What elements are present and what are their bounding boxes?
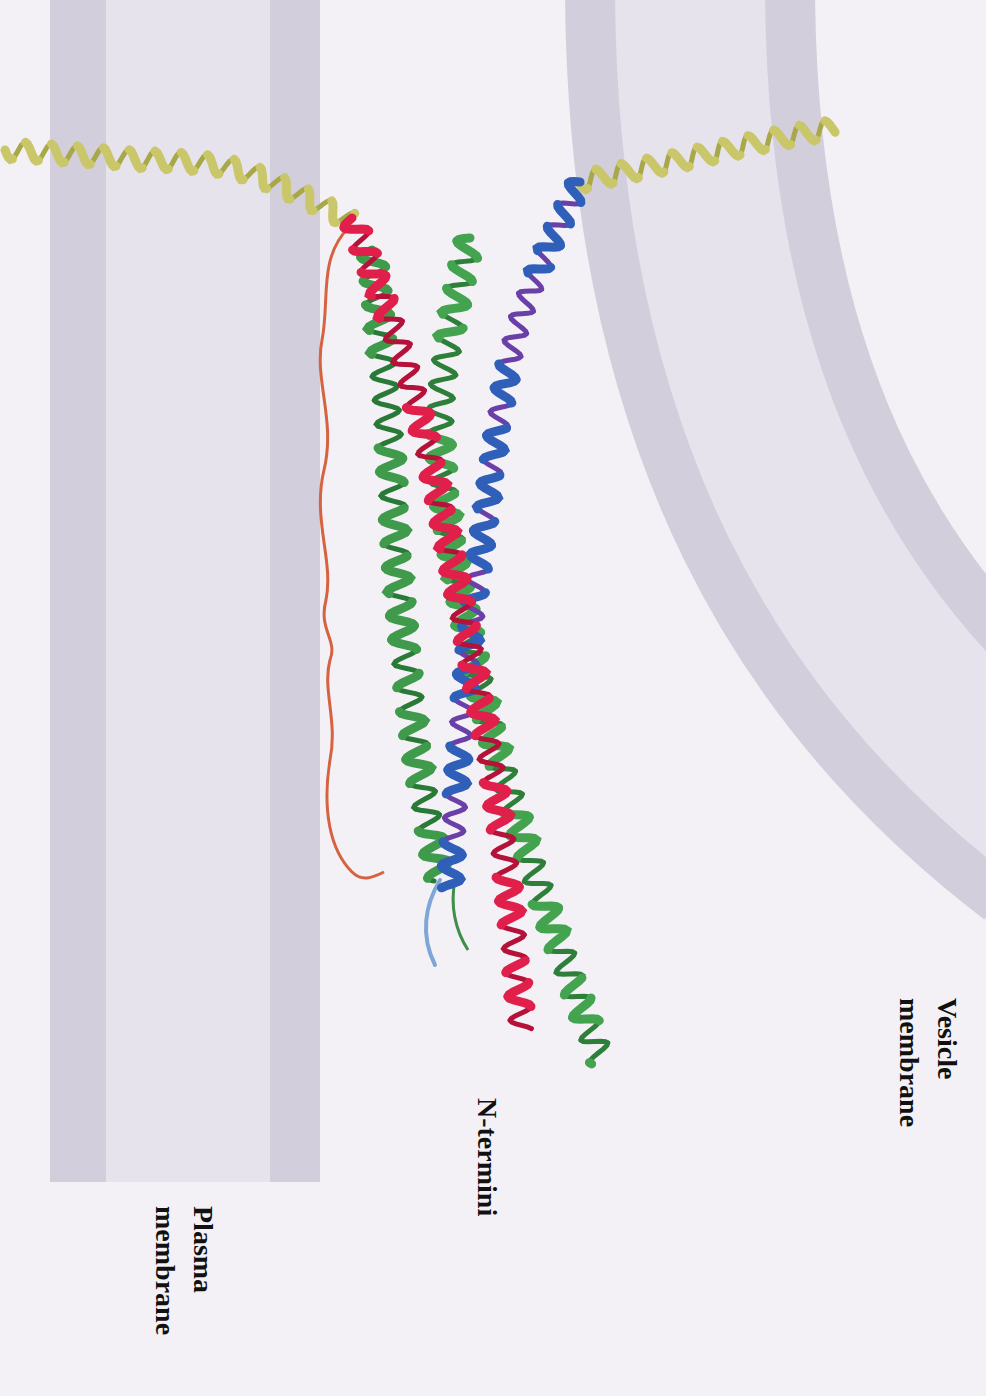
label: Vesicle membrane: [890, 998, 966, 1158]
plasma-membrane: [50, 0, 320, 1182]
label: N-termini: [468, 1098, 506, 1298]
vesicle-membrane: [690, 0, 986, 820]
helix-bundle: [5, 121, 835, 1064]
label: Plasma membrane: [146, 1206, 222, 1366]
